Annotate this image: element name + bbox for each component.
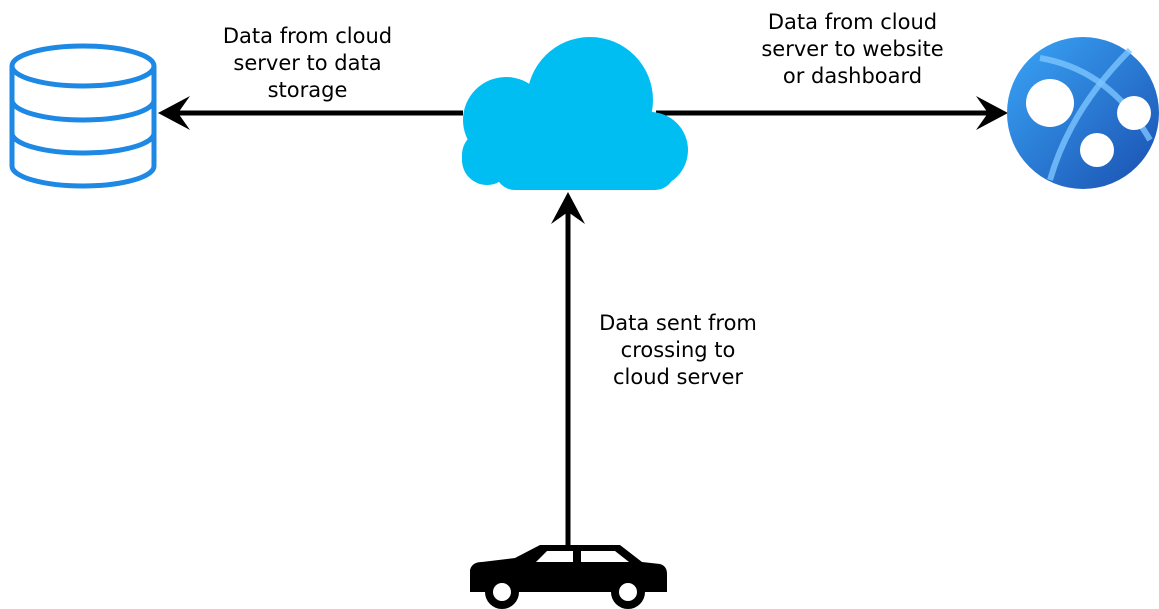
arrow-cloud-to-storage — [158, 96, 463, 130]
edge-label-line: Data sent from — [599, 311, 757, 335]
edge-label-line: server to website — [761, 37, 944, 61]
edge-label-cloud-to-storage: Data from cloud server to data storage — [200, 23, 415, 104]
database-icon — [9, 43, 157, 189]
arrow-car-to-cloud — [551, 192, 585, 545]
edge-label-cloud-to-website: Data from cloud server to website or das… — [740, 9, 965, 90]
car-icon — [470, 545, 667, 609]
edge-label-line: crossing to — [620, 338, 736, 362]
edge-label-line: storage — [267, 78, 348, 102]
edge-label-car-to-cloud: Data sent from crossing to cloud server — [583, 310, 773, 391]
edge-label-line: or dashboard — [782, 64, 923, 88]
cloud-icon — [462, 37, 688, 190]
edge-label-line: server to data — [233, 51, 382, 75]
arrow-cloud-to-website — [656, 96, 1008, 130]
edge-label-line: Data from cloud — [222, 24, 393, 48]
edge-label-line: cloud server — [612, 365, 744, 389]
edge-label-line: Data from cloud — [767, 10, 938, 34]
web-app-globe-icon — [1007, 37, 1159, 189]
